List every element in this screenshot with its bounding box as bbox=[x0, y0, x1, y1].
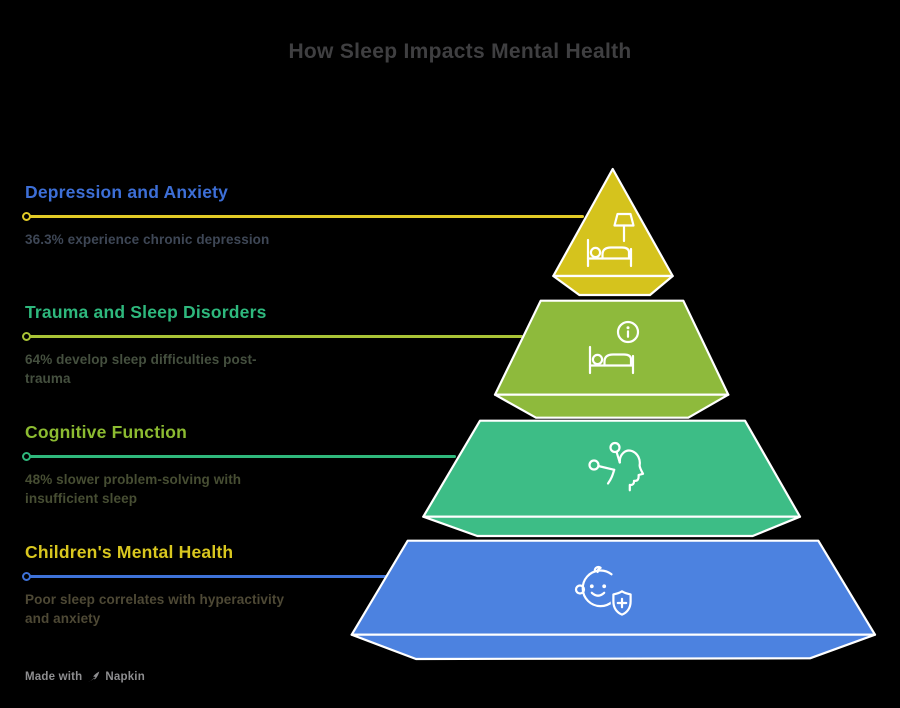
footer-brand-label: Napkin bbox=[105, 670, 145, 683]
pyramid-diagram bbox=[350, 167, 877, 661]
bed-info-icon bbox=[588, 320, 640, 375]
head-network-icon bbox=[588, 441, 645, 492]
bed-lamp-icon bbox=[586, 212, 635, 268]
connector-line-3 bbox=[27, 455, 456, 458]
section-title: Trauma and Sleep Disorders bbox=[25, 302, 267, 322]
baby-shield-icon bbox=[574, 565, 634, 618]
connector-dot-2 bbox=[22, 331, 31, 341]
section-description: 64% develop sleep difficulties post-trau… bbox=[25, 352, 257, 386]
section-title: Depression and Anxiety bbox=[25, 182, 229, 202]
section-childrens-mental-health: Children's Mental Health Poor sleep corr… bbox=[25, 542, 315, 626]
connector-dot-3 bbox=[22, 451, 31, 461]
connector-line-4 bbox=[27, 575, 387, 578]
section-cognitive-function: Cognitive Function 48% slower problem-so… bbox=[25, 422, 315, 506]
section-description: Poor sleep correlates with hyperactivity… bbox=[25, 592, 285, 626]
connector-dot-4 bbox=[22, 571, 31, 581]
napkin-logo-icon bbox=[88, 671, 100, 682]
section-trauma-sleep-disorders: Trauma and Sleep Disorders 64% develop s… bbox=[25, 302, 315, 386]
footer: Made with Napkin bbox=[25, 670, 145, 683]
section-depression-anxiety: Depression and Anxiety 36.3% experience … bbox=[25, 182, 315, 247]
connector-line-1 bbox=[27, 215, 584, 218]
connector-line-2 bbox=[27, 335, 523, 338]
section-description: 48% slower problem-solving with insuffic… bbox=[25, 472, 242, 506]
page-title: How Sleep Impacts Mental Health bbox=[288, 40, 632, 63]
connector-dot-1 bbox=[22, 211, 31, 221]
footer-made-with-label: Made with bbox=[25, 670, 83, 683]
section-title: Children's Mental Health bbox=[25, 542, 234, 562]
pyramid-level-1 bbox=[552, 167, 674, 297]
pyramid-level-4 bbox=[350, 539, 877, 661]
section-description: 36.3% experience chronic depression bbox=[25, 232, 270, 247]
section-title: Cognitive Function bbox=[25, 422, 188, 442]
pyramid-level-2 bbox=[493, 299, 730, 419]
